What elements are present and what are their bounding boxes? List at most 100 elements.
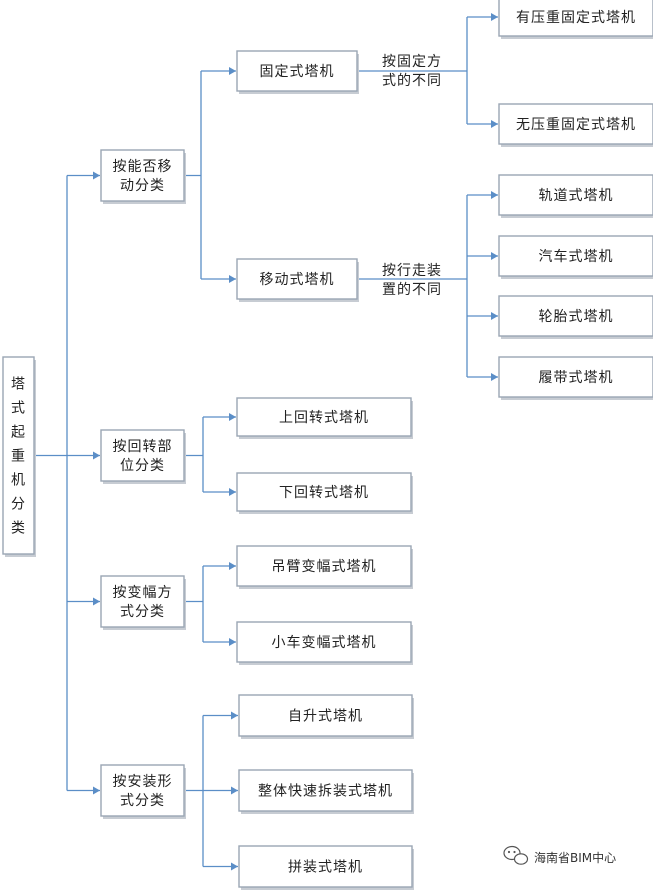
g4-connector-arrow [231, 862, 238, 871]
root-node-text: 塔 [11, 377, 26, 393]
leaf-node-fixed-0: 有压重固定式塔机 [498, 0, 653, 39]
group-node-g4-text: 式分类 [120, 793, 165, 809]
leaf-node-g4-1: 整体快速拆装式塔机 [238, 769, 414, 814]
leaf-node-g2-1-frame [236, 472, 412, 512]
leaf-node-g2-0: 上回转式塔机 [236, 397, 413, 439]
g3-connector-arrow [229, 562, 236, 570]
root-node-text: 重 [11, 449, 26, 465]
group-node-g2-frame [100, 429, 185, 482]
mobile-connector-arrow [491, 252, 498, 260]
group-node-g4-frame [100, 764, 185, 817]
group1-connector-arrow [229, 67, 236, 75]
g2-connector-arrow [229, 413, 236, 421]
root-connector-arrow [93, 786, 100, 795]
leaf-node-g4-2-text: 拼装式塔机 [288, 860, 363, 876]
leaf-node-g3-1-text: 小车变幅式塔机 [272, 634, 377, 651]
leaf-node-mobile-1-text: 汽车式塔机 [539, 248, 614, 265]
leaf-node-mobile-2-frame [498, 295, 653, 337]
leaf-node-g3-1: 小车变幅式塔机 [236, 621, 413, 665]
root-node-text: 机 [11, 473, 26, 489]
root-connector-arrow [93, 451, 100, 460]
root-node-text: 式 [11, 401, 26, 417]
edge-label-text: 按固定方 [382, 54, 442, 70]
fixed-connector-arrow [491, 13, 498, 21]
group-node-g3-text: 式分类 [120, 604, 165, 620]
watermark-text: 海南省BIM中心 [534, 850, 616, 865]
leaf-node-g4-1-text: 整体快速拆装式塔机 [258, 784, 393, 800]
root-node-text: 分 [11, 497, 26, 513]
leaf-node-g4-0-frame [238, 694, 413, 737]
leaf-node-mobile-0: 轨道式塔机 [498, 174, 653, 218]
wechat-icon [503, 845, 529, 865]
leaf-node-g2-1: 下回转式塔机 [236, 472, 413, 514]
root-node-text: 类 [11, 521, 26, 537]
leaf-node-g4-0: 自升式塔机 [238, 694, 414, 739]
leaf-node-mobile-3-frame [498, 356, 653, 398]
leaf-node-mobile-1-frame [498, 235, 653, 277]
group-node-g2-text: 位分类 [120, 458, 165, 474]
group-node-g3-text: 按变幅方 [113, 585, 173, 601]
leaf-node-fixed-0-frame [498, 0, 653, 37]
leaf-node-mobile-3-text: 履带式塔机 [539, 370, 614, 386]
edge-label-text: 式的不同 [382, 73, 442, 89]
group-node-g4-text: 按安装形 [113, 774, 173, 790]
mobile-connector-arrow [491, 373, 498, 381]
group-node-g1-text: 按能否移 [113, 159, 173, 175]
leaf-node-fixed-0-text: 有压重固定式塔机 [516, 10, 636, 26]
g4-connector-arrow [231, 711, 238, 720]
root-connector-arrow [93, 597, 100, 606]
watermark-group: 海南省BIM中心 [503, 845, 616, 865]
leaf-node-g3-1-frame [236, 621, 412, 663]
leaf-node-fixed-1-text: 无压重固定式塔机 [516, 117, 636, 133]
leaf-node-g4-2-frame [238, 845, 413, 888]
mid-node-mobile-text: 移动式塔机 [260, 272, 335, 288]
watermark: 海南省BIM中心 [503, 845, 616, 865]
mid-node-fixed-frame [236, 50, 358, 92]
mid-node-fixed: 固定式塔机 [236, 50, 359, 94]
leaf-node-mobile-2: 轮胎式塔机 [498, 295, 653, 339]
group1-connector-arrow [229, 275, 236, 283]
mid-node-mobile-frame [236, 258, 358, 300]
g2-connector-arrow [229, 488, 236, 496]
leaf-node-mobile-0-frame [498, 174, 653, 216]
leaf-node-g3-0: 吊臂变幅式塔机 [236, 545, 413, 589]
group-node-g3-frame [100, 575, 185, 628]
g4-connector-arrow [231, 786, 238, 795]
leaf-node-mobile-0-text: 轨道式塔机 [539, 188, 614, 204]
g3-connector-arrow [229, 638, 236, 646]
connector-lines [34, 13, 498, 871]
edge-label-text: 置的不同 [382, 282, 442, 298]
fixed-connector-arrow [491, 120, 498, 128]
leaf-node-fixed-1-frame [498, 103, 653, 145]
leaf-node-g2-1-text: 下回转式塔机 [279, 485, 369, 501]
leaf-node-g4-0-text: 自升式塔机 [288, 709, 363, 725]
group-node-g1-frame [100, 149, 185, 202]
mobile-connector-arrow [491, 191, 498, 199]
root-node-text: 起 [11, 425, 26, 441]
leaf-node-g4-1-frame [238, 769, 413, 812]
leaf-node-g3-0-frame [236, 545, 412, 587]
leaf-node-g2-0-text: 上回转式塔机 [279, 410, 369, 426]
group-node-g2-text: 按回转部 [113, 439, 173, 455]
leaf-node-g2-0-frame [236, 397, 412, 437]
leaf-node-mobile-3: 履带式塔机 [498, 356, 653, 400]
leaf-node-fixed-1: 无压重固定式塔机 [498, 103, 653, 147]
edge-label-text: 按行走装 [382, 263, 442, 279]
mid-node-mobile: 移动式塔机 [236, 258, 359, 302]
mobile-connector-arrow [491, 312, 498, 320]
leaf-node-g3-0-text: 吊臂变幅式塔机 [272, 559, 377, 575]
leaf-node-g4-2: 拼装式塔机 [238, 845, 414, 890]
root-node-frame [2, 356, 35, 555]
mid-node-fixed-text: 固定式塔机 [260, 64, 335, 80]
leaf-node-mobile-2-text: 轮胎式塔机 [539, 309, 614, 325]
